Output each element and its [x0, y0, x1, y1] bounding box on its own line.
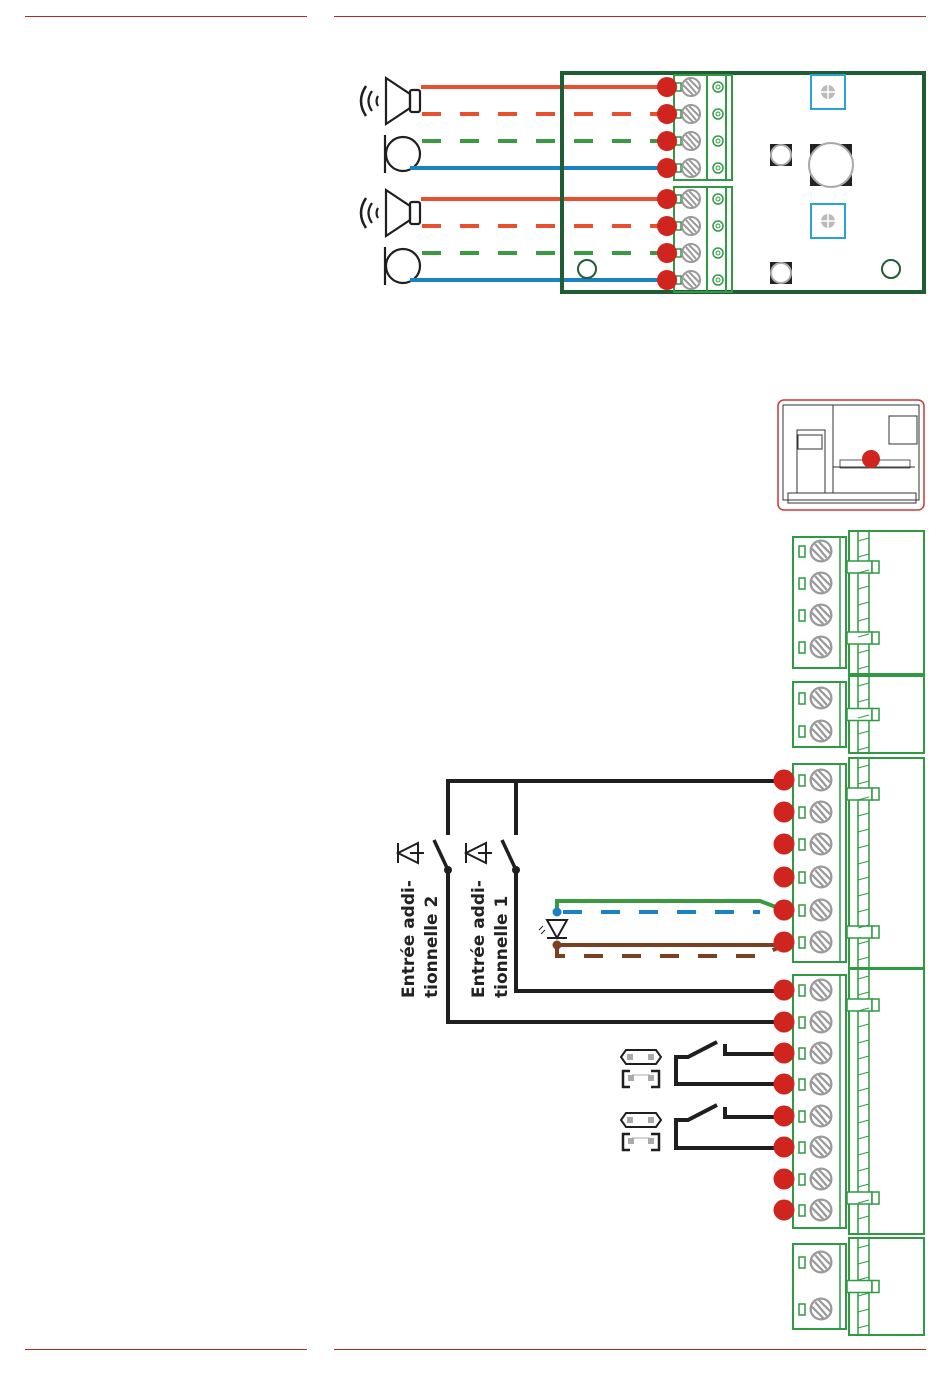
terminal: [798, 571, 833, 595]
terminal: [798, 800, 833, 824]
jumper-open-icon-1: [619, 1049, 663, 1065]
terminal: [657, 104, 724, 124]
jumper-open-icon-2: [619, 1112, 663, 1128]
terminal-dot: [657, 77, 677, 97]
terminal: [657, 131, 724, 151]
terminal: [798, 635, 833, 659]
terminal-dot: [773, 769, 795, 791]
terminal: [657, 270, 724, 290]
jumper-closed-icon-2: [621, 1132, 661, 1152]
speaker-icon-2: [359, 187, 422, 239]
terminal: [798, 719, 833, 743]
terminal: [798, 898, 833, 922]
top-wiring: [359, 71, 926, 294]
terminal-block: [792, 968, 925, 1235]
terminal-dot: [657, 131, 677, 151]
microphone-icon-1: [383, 135, 422, 173]
terminal: [798, 1135, 833, 1159]
terminal: [798, 686, 833, 710]
terminal-dot: [773, 1042, 795, 1064]
mount-hole: [881, 259, 901, 279]
microphone-icon-2: [383, 247, 422, 285]
terminal: [657, 243, 724, 263]
relay-contact-1: [674, 1040, 784, 1086]
button-component: [808, 142, 854, 188]
top-terminals: [657, 77, 724, 290]
alarm-symbol-icon-2: [395, 841, 424, 865]
terminal-dot: [773, 1105, 795, 1127]
terminal: [657, 216, 724, 236]
potentiometer-1: [810, 74, 846, 110]
module-board: [560, 71, 926, 294]
bottom-terminal-dots: [773, 769, 795, 1221]
location-marker: [862, 450, 880, 468]
speaker-icon-1: [359, 75, 422, 127]
led-component-2: [770, 262, 792, 284]
terminal-block: [792, 675, 925, 754]
input-1-label-line2: tionnelle 1: [492, 896, 512, 998]
terminal: [798, 1250, 833, 1274]
terminal-block: [792, 757, 925, 969]
terminal: [798, 1041, 833, 1065]
mount-hole: [577, 259, 597, 279]
alarm-symbol-icon-1: [463, 841, 492, 865]
terminal-dot: [657, 158, 677, 178]
top-wires: [410, 85, 667, 282]
bottom-terminal-blocks: [792, 530, 925, 1336]
terminal: [798, 930, 833, 954]
terminal-dot: [657, 243, 677, 263]
terminal-dot: [657, 104, 677, 124]
terminal: [798, 1297, 833, 1321]
terminal: [798, 1198, 833, 1222]
relay-contact-2: [674, 1103, 784, 1150]
terminal-dot: [773, 801, 795, 823]
terminal-dot: [773, 979, 795, 1001]
terminal: [657, 158, 724, 178]
terminal-dot: [773, 1011, 795, 1033]
header-rule-right: [334, 16, 926, 17]
terminal-dot: [773, 1073, 795, 1095]
terminal: [798, 603, 833, 627]
terminal: [798, 1010, 833, 1034]
terminal-dot: [657, 270, 677, 290]
led-diode-icon: [538, 919, 569, 941]
input-2-label-line2: tionnelle 2: [422, 896, 442, 998]
locator-thumbnail: [777, 399, 925, 511]
input-1-label-line1: Entrée addi-: [469, 880, 489, 998]
terminal-block: [792, 530, 925, 675]
terminal: [657, 189, 724, 209]
potentiometer-2: [810, 203, 846, 239]
input-2-label-line1: Entrée addi-: [399, 880, 419, 998]
jumper-closed-icon-1: [621, 1069, 661, 1089]
terminal-dot: [657, 216, 677, 236]
terminal-block: [792, 1237, 925, 1336]
terminal: [798, 768, 833, 792]
terminal: [798, 539, 833, 563]
footer-rule-left: [25, 1349, 307, 1350]
terminal: [798, 1104, 833, 1128]
terminal: [798, 978, 833, 1002]
terminal-dot: [773, 1168, 795, 1190]
terminal-dot: [773, 1136, 795, 1158]
terminal-dot: [773, 866, 795, 888]
terminal-dot: [657, 189, 677, 209]
led-wiring: [552, 899, 785, 958]
footer-rule-right: [334, 1349, 926, 1350]
header-rule-left: [25, 16, 307, 17]
terminal-dot: [773, 833, 795, 855]
input-wiring: [432, 779, 784, 1024]
terminal: [798, 1167, 833, 1191]
terminal-block-top: [673, 74, 733, 293]
terminal: [798, 1072, 833, 1096]
terminal: [798, 832, 833, 856]
terminal: [657, 77, 724, 97]
terminal-dot: [773, 931, 795, 953]
terminal-dot: [773, 1199, 795, 1221]
led-component: [770, 144, 792, 166]
terminal-dot: [773, 899, 795, 921]
terminal: [798, 865, 833, 889]
